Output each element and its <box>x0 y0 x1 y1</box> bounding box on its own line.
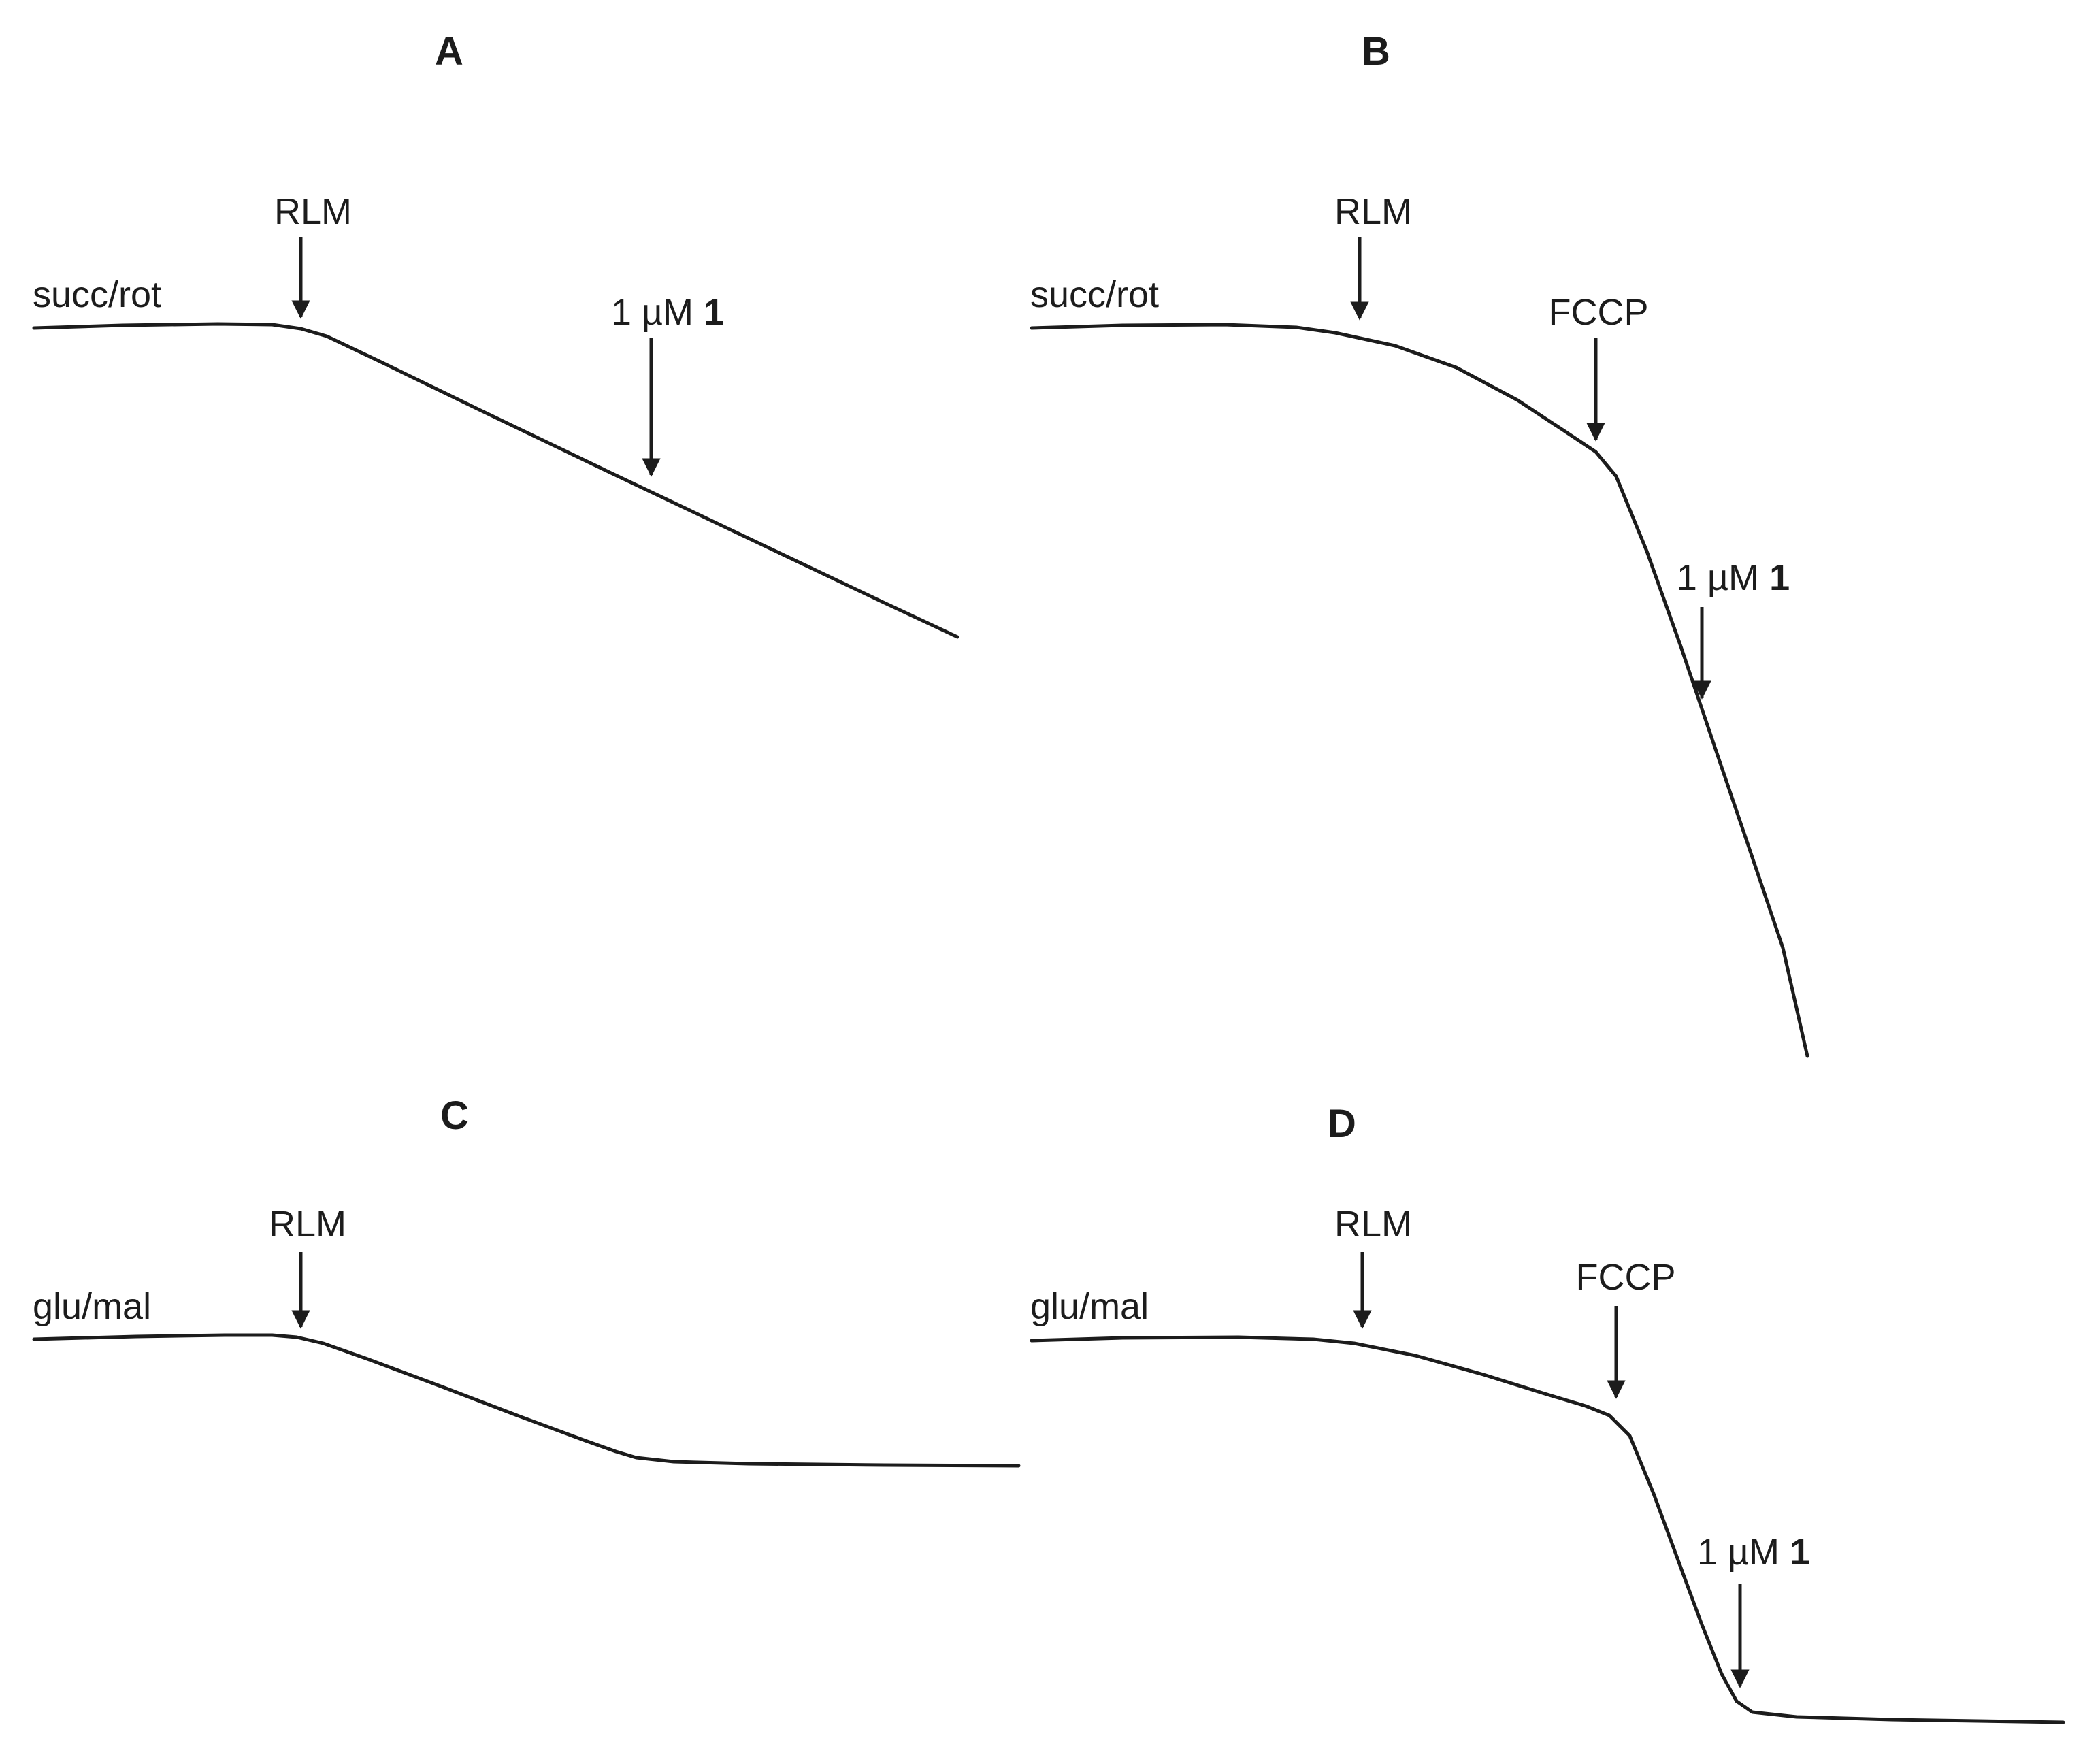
rlm-label-a: RLM <box>274 191 352 232</box>
rlm-label-c: RLM <box>268 1204 347 1245</box>
compound-annotation-label-d: 1 µM 1 <box>1697 1532 1810 1573</box>
trace-c <box>32 1333 1021 1468</box>
trace-a <box>32 322 959 639</box>
compound-label-text-a: 1 µM <box>610 292 693 333</box>
substrate-label-c: glu/mal <box>33 1286 152 1327</box>
panel-letter-c: C <box>440 1094 469 1138</box>
compound-label-bold-d: 1 <box>1790 1532 1811 1573</box>
panel-letter-d: D <box>1328 1102 1356 1146</box>
substrate-label-b: succ/rot <box>1030 274 1160 315</box>
rlm-label-b: RLM <box>1334 191 1413 232</box>
panel-letter-a: A <box>435 29 463 73</box>
fccp-label-b: FCCP <box>1548 292 1649 333</box>
compound-label-bold-b: 1 <box>1769 557 1790 598</box>
compound-label-text-b: 1 µM <box>1676 557 1759 598</box>
compound-label-text-d: 1 µM <box>1696 1532 1779 1573</box>
rlm-label-d: RLM <box>1334 1204 1413 1245</box>
compound-label-bold-a: 1 <box>704 292 725 333</box>
panel-letter-b: B <box>1362 29 1390 73</box>
fccp-label-d: FCCP <box>1575 1257 1676 1298</box>
substrate-label-d: glu/mal <box>1030 1286 1149 1327</box>
substrate-label-a: succ/rot <box>33 274 162 315</box>
trace-d <box>1030 1335 2065 1724</box>
compound-annotation-label-a: 1 µM 1 <box>610 292 725 333</box>
trace-b <box>1030 323 1809 1058</box>
